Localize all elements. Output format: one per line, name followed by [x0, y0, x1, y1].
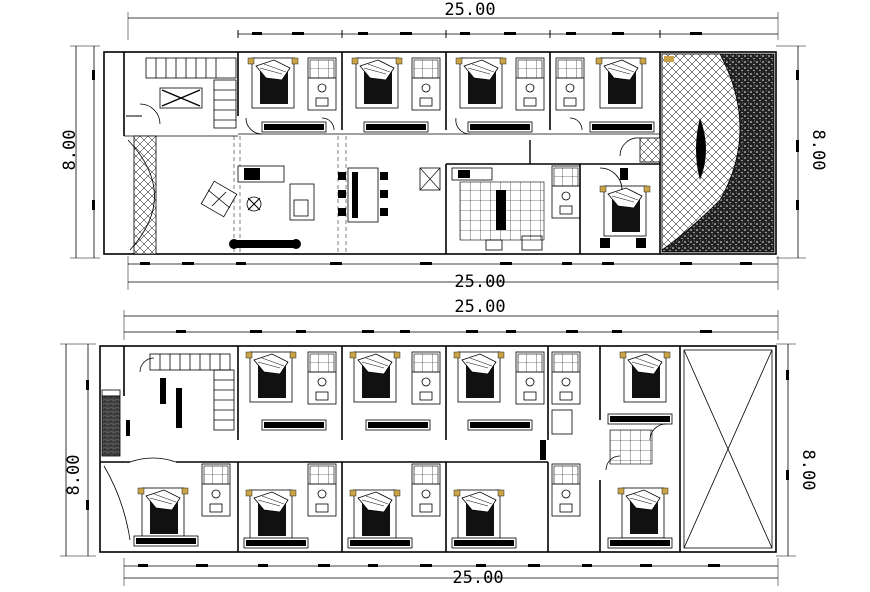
upper-garden [661, 53, 775, 253]
lower-staircase [126, 353, 235, 436]
upper-dimension-lines [70, 12, 806, 290]
upper-staircase [126, 57, 237, 129]
upper-plan: 25.00 25.00 8.00 8.00 [60, 0, 828, 292]
lower-bedroom-row-north [245, 351, 673, 465]
lower-dimension-lines [60, 310, 796, 586]
upper-top-dimension: 25.00 [444, 0, 495, 20]
upper-right-dimension: 8.00 [808, 130, 828, 171]
upper-back-rooms [551, 137, 661, 248]
upper-living-area [200, 165, 441, 249]
lower-bedroom-row-south [133, 455, 673, 549]
upper-kitchen [451, 140, 545, 251]
lower-bottom-dimension: 25.00 [452, 568, 503, 588]
lower-top-dimension: 25.00 [454, 297, 505, 317]
upper-bedroom-row [245, 57, 655, 135]
upper-bottom-dimension: 25.00 [454, 272, 505, 292]
lower-walls [99, 345, 777, 553]
lower-left-dimension: 8.00 [64, 455, 84, 496]
upper-left-dimension: 8.00 [60, 130, 80, 171]
lower-plan: 25.00 25.00 8.00 8.00 [60, 297, 818, 588]
lower-right-dimension: 8.00 [798, 450, 818, 491]
